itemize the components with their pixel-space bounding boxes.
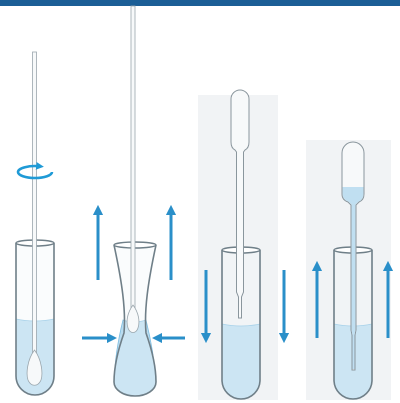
step-2-swab-stick: [131, 6, 135, 318]
step-1-swab-swirl: [16, 52, 54, 395]
step-1-swab-stick: [33, 52, 37, 360]
step-2-squeeze-tube: [82, 6, 185, 396]
